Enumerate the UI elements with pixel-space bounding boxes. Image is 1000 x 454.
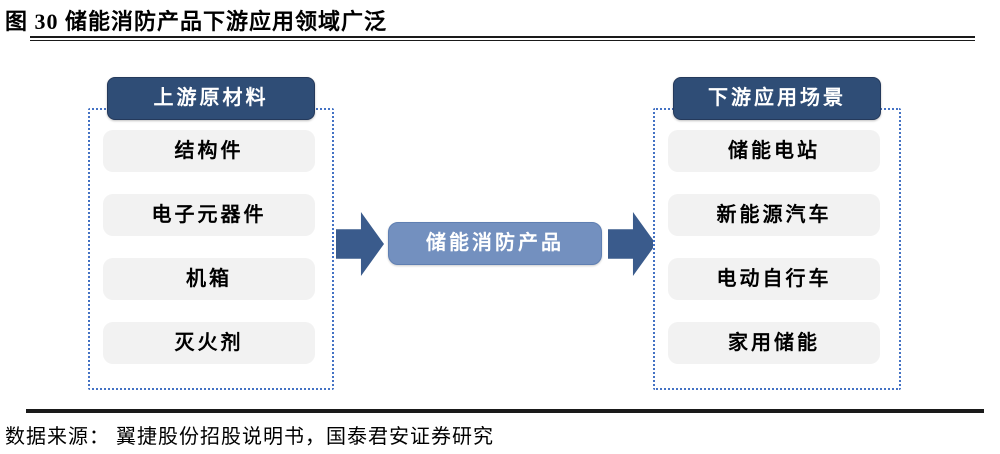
list-item-downstream-2: 新能源汽车: [668, 194, 880, 236]
downstream-header: 下游应用场景: [673, 77, 881, 120]
footer-divider: [26, 409, 984, 413]
list-item-downstream-1: 储能电站: [668, 130, 880, 172]
figure-title: 图 30 储能消防产品下游应用领域广泛: [5, 9, 388, 34]
list-item-upstream-3: 机箱: [103, 258, 315, 300]
list-item-upstream-2: 电子元器件: [103, 194, 315, 236]
arrow-right-icon: [608, 212, 656, 276]
list-item-downstream-3: 电动自行车: [668, 258, 880, 300]
list-item-upstream-4: 灭火剂: [103, 322, 315, 364]
arrow-right-icon: [336, 212, 384, 276]
downstream-panel: 下游应用场景 储能电站 新能源汽车 电动自行车 家用储能: [653, 77, 901, 390]
upstream-header: 上游原材料: [107, 77, 315, 120]
list-item-upstream-1: 结构件: [103, 130, 315, 172]
title-divider: [30, 36, 975, 41]
upstream-panel: 上游原材料 结构件 电子元器件 机箱 灭火剂: [88, 77, 334, 390]
data-source-caption: 数据来源： 翼捷股份招股说明书，国泰君安证券研究: [5, 426, 494, 448]
list-item-downstream-4: 家用储能: [668, 322, 880, 364]
center-product-box: 储能消防产品: [388, 222, 602, 265]
